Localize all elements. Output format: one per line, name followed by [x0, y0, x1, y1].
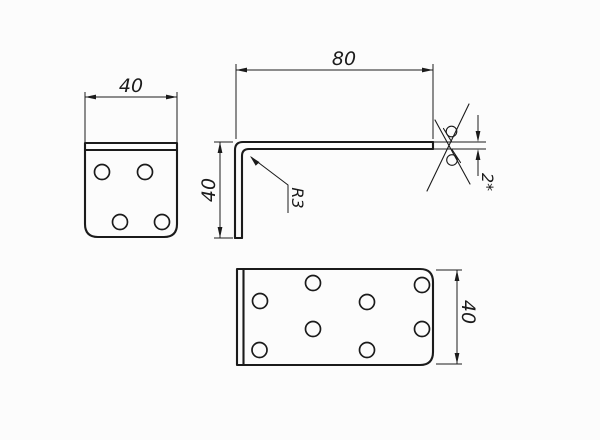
- hole: [413, 320, 431, 338]
- plan-width-dimension: 40: [436, 269, 479, 365]
- arrowhead: [475, 149, 481, 160]
- profile-view: 80 40 R3 2*: [198, 48, 497, 240]
- arrowhead: [166, 94, 177, 100]
- profile-length-dimension: 80: [235, 48, 434, 139]
- hole: [153, 213, 171, 231]
- bend-radius-leader: R3: [250, 156, 307, 213]
- arrowhead: [217, 142, 223, 153]
- plan-view: 40: [235, 267, 479, 367]
- front-view: 40: [83, 75, 179, 239]
- arrowhead: [236, 67, 247, 73]
- plan-width-label: 40: [457, 300, 479, 324]
- hole: [111, 213, 129, 231]
- arrowhead: [454, 270, 460, 281]
- front-width-dimension: 40: [84, 75, 178, 143]
- arrowhead: [454, 353, 460, 364]
- plan-view-outline: [235, 267, 435, 367]
- surface-finish-symbol-bottom: [434, 119, 471, 185]
- hole: [358, 293, 376, 311]
- hole: [304, 320, 322, 338]
- profile-height-label: 40: [198, 178, 220, 202]
- bend-radius-label: R3: [288, 187, 307, 208]
- thickness-dimension: 2*: [433, 115, 497, 191]
- surface-finish-circle: [445, 125, 458, 138]
- hole: [93, 163, 111, 181]
- arrowhead: [250, 156, 260, 166]
- profile-height-dimension: 40: [198, 141, 233, 239]
- front-width-label: 40: [119, 75, 143, 97]
- arrowhead: [85, 94, 96, 100]
- hole: [358, 341, 376, 359]
- surface-finish-circle: [446, 154, 458, 166]
- profile-length-label: 80: [332, 48, 356, 70]
- hole: [413, 276, 431, 294]
- arrowhead: [422, 67, 433, 73]
- front-view-outline: [83, 141, 179, 239]
- hole: [251, 292, 269, 310]
- hole: [251, 341, 268, 359]
- thickness-label: 2*: [478, 173, 497, 191]
- surface-finish-symbol-top: [426, 103, 470, 192]
- hole: [304, 274, 322, 292]
- profile-inner-contour: [240, 147, 435, 240]
- profile-outer-contour: [233, 140, 435, 240]
- hole: [136, 163, 154, 181]
- arrowhead: [475, 131, 481, 142]
- arrowhead: [217, 227, 223, 238]
